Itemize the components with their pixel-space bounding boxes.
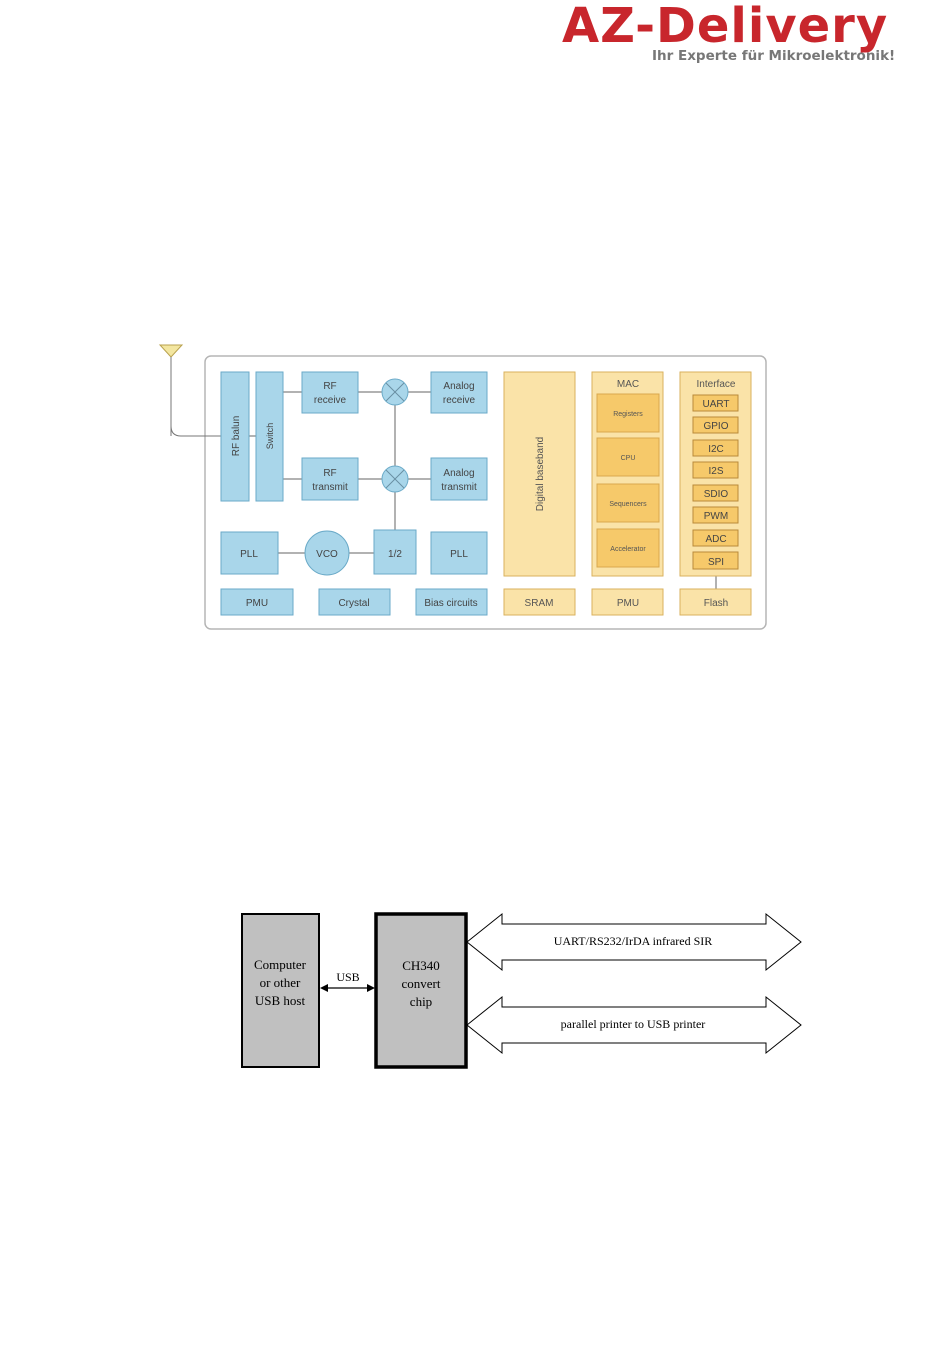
rf-transmit-line2: transmit: [312, 482, 348, 493]
interface-adc: ADC: [705, 534, 726, 545]
switch-label: Switch: [265, 423, 275, 450]
chip-line3: chip: [410, 994, 432, 1009]
analog-transmit-line2: transmit: [441, 482, 477, 493]
interface-gpio: GPIO: [703, 421, 728, 432]
digital-baseband-label: Digital baseband: [535, 437, 546, 512]
printer-arrow-label: parallel printer to USB printer: [561, 1017, 706, 1031]
rf-receive-line1: RF: [323, 381, 336, 392]
interface-i2s: I2S: [708, 466, 723, 477]
mac-accelerator: Accelerator: [610, 546, 646, 553]
mac-sequencers: Sequencers: [609, 501, 647, 508]
uart-double-arrow: [466, 912, 802, 972]
ch340-block-diagram: Computer or other USB host USB CH340 con…: [241, 912, 802, 1069]
interface-sdio: SDIO: [704, 489, 729, 500]
sram-label: SRAM: [525, 598, 554, 609]
usb-arrow-icon: [320, 984, 375, 992]
esp-block-diagram: RF balun Switch RF receive RF transmit A…: [158, 344, 767, 630]
mixer-transmit-icon: [381, 465, 409, 493]
mac-title: MAC: [617, 379, 639, 390]
bias-circuits-label: Bias circuits: [424, 598, 477, 609]
interface-spi: SPI: [708, 557, 724, 568]
analog-receive-line2: receive: [443, 395, 476, 406]
mixer-receive-icon: [381, 378, 409, 406]
interface-title: Interface: [697, 379, 736, 390]
flash-label: Flash: [704, 598, 728, 609]
host-line2: or other: [260, 975, 301, 990]
vco-label: VCO: [316, 549, 338, 560]
pll-right-label: PLL: [450, 549, 468, 560]
pmu-left-label: PMU: [246, 598, 268, 609]
interface-list: UART GPIO I2C I2S SDIO PWM ADC SPI: [692, 394, 739, 570]
logo-wordmark: AZ-Delivery: [562, 0, 889, 54]
interface-uart: UART: [702, 399, 729, 410]
interface-i2c: I2C: [708, 444, 724, 455]
uart-arrow-label: UART/RS232/IrDA infrared SIR: [554, 934, 713, 948]
pmu-right-label: PMU: [617, 598, 639, 609]
crystal-label: Crystal: [338, 598, 369, 609]
printer-double-arrow: [466, 995, 802, 1055]
usb-label: USB: [336, 970, 359, 984]
mac-cpu: CPU: [621, 455, 636, 462]
rf-receive-line2: receive: [314, 395, 347, 406]
pll-left-label: PLL: [240, 549, 258, 560]
analog-receive-line1: Analog: [443, 381, 474, 392]
mac-registers: Registers: [613, 411, 643, 418]
chip-line1: CH340: [402, 958, 440, 973]
analog-transmit-line1: Analog: [443, 468, 474, 479]
divider-label: 1/2: [388, 549, 402, 560]
host-line3: USB host: [255, 993, 306, 1008]
az-delivery-logo: AZ-Delivery Ihr Experte für Mikroelektro…: [562, 0, 907, 66]
rf-transmit-line1: RF: [323, 468, 336, 479]
chip-line2: convert: [402, 976, 441, 991]
usb-host-box: [241, 913, 320, 1068]
ch340-chip-box: [374, 912, 468, 1069]
host-line1: Computer: [254, 957, 307, 972]
rf-balun-label: RF balun: [231, 416, 242, 457]
antenna-icon: [158, 344, 221, 437]
interface-pwm: PWM: [704, 511, 728, 522]
logo-tagline: Ihr Experte für Mikroelektronik!: [652, 48, 896, 64]
